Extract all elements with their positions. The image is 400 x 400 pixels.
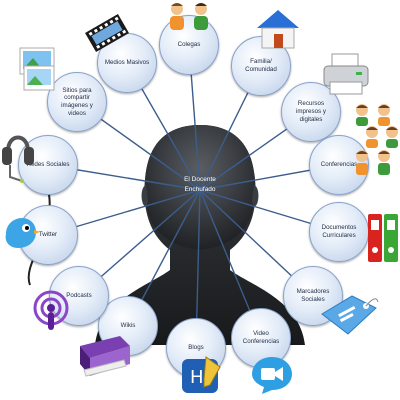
node-marcadores[interactable]: Marcadores Sociales — [283, 266, 343, 326]
node-sitios[interactable]: Sitios para compartir imágenes y videos — [47, 72, 107, 132]
podcast-icon — [33, 290, 69, 330]
people-icon — [170, 3, 208, 30]
pencil-icon: H — [182, 356, 221, 393]
node-video-conferencias-label: Video Conferencias — [242, 330, 280, 345]
node-colegas-label: Colegas — [177, 41, 201, 49]
node-familia-label: Familia/ Comunidad — [245, 58, 277, 73]
node-twitter-label: Twitter — [38, 231, 58, 239]
headset-icon — [2, 135, 34, 183]
node-documentos-label: Documentos Curriculares — [321, 224, 357, 239]
node-podcasts-label: Podcasts — [66, 292, 92, 300]
node-conferencias-label: Conferencias — [320, 161, 358, 169]
svg-text:H: H — [190, 367, 204, 388]
printer-icon — [323, 53, 369, 95]
photo-icon — [19, 47, 55, 91]
node-medios-label: Medios Masivos — [104, 59, 150, 67]
house-icon — [257, 10, 299, 49]
node-wikis-label: Wikis — [120, 322, 136, 330]
node-documentos[interactable]: Documentos Curriculares — [309, 202, 369, 262]
node-colegas[interactable]: Colegas — [159, 15, 219, 75]
node-redes-label: Redes Sociales — [26, 161, 70, 169]
binders-icon — [368, 214, 398, 262]
audience-icon — [356, 104, 398, 175]
node-recursos-label: Recursos impresos y digitales — [296, 100, 326, 123]
books-icon — [80, 336, 130, 377]
twitter-bird-icon — [5, 218, 40, 248]
tag-icon — [321, 295, 379, 335]
film-icon — [85, 13, 129, 53]
video-chat-icon — [252, 357, 292, 394]
node-sitios-label: Sitios para compartir imágenes y videos — [61, 86, 93, 117]
center-label: El Docente Enchufado — [184, 176, 216, 193]
node-podcasts[interactable]: Podcasts — [49, 266, 109, 326]
node-video-conferencias[interactable]: Video Conferencias — [231, 308, 291, 368]
node-marcadores-label: Marcadores Sociales — [296, 288, 330, 303]
node-blogs-label: Blogs — [188, 344, 204, 352]
